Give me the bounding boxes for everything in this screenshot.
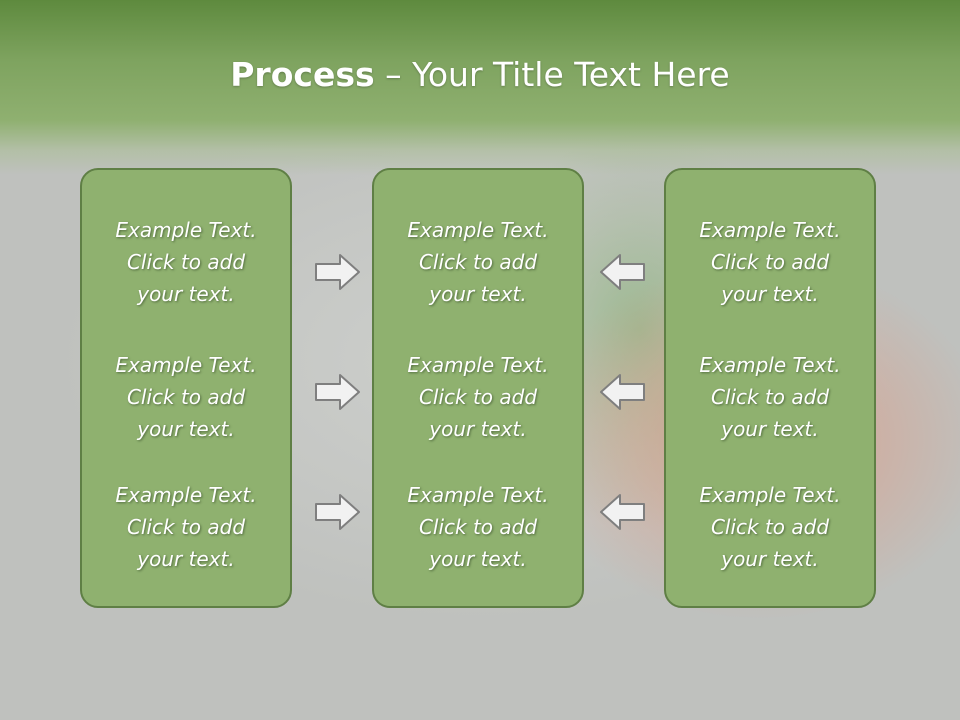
text-block[interactable]: Example Text. Click to add your text. <box>374 349 582 445</box>
text-block[interactable]: Example Text. Click to add your text. <box>374 479 582 575</box>
text-line: your text. <box>429 547 527 571</box>
text-line: Example Text. <box>115 353 257 377</box>
text-line: Example Text. <box>407 353 549 377</box>
text-line: your text. <box>429 282 527 306</box>
text-block[interactable]: Example Text. Click to add your text. <box>374 214 582 310</box>
arrow-right-icon <box>314 492 362 532</box>
text-line: Example Text. <box>699 483 841 507</box>
text-line: Click to add <box>710 250 830 274</box>
text-line: Example Text. <box>699 218 841 242</box>
slide-title[interactable]: Process – Your Title Text Here <box>0 52 960 98</box>
text-line: Example Text. <box>407 218 549 242</box>
title-bold: Process <box>230 55 375 94</box>
text-line: Click to add <box>418 385 538 409</box>
text-line: Click to add <box>710 515 830 539</box>
arrow-left-icon <box>598 372 646 412</box>
arrow-right-icon <box>314 372 362 412</box>
text-line: Example Text. <box>407 483 549 507</box>
text-line: Click to add <box>418 250 538 274</box>
text-block[interactable]: Example Text. Click to add your text. <box>82 479 290 575</box>
text-line: your text. <box>137 282 235 306</box>
text-block[interactable]: Example Text. Click to add your text. <box>82 349 290 445</box>
process-box-left[interactable]: Example Text. Click to add your text. Ex… <box>80 168 292 608</box>
text-line: Click to add <box>126 515 246 539</box>
text-block[interactable]: Example Text. Click to add your text. <box>666 214 874 310</box>
text-line: Example Text. <box>115 218 257 242</box>
text-block[interactable]: Example Text. Click to add your text. <box>82 214 290 310</box>
title-rest: – Your Title Text Here <box>374 55 730 94</box>
process-box-right[interactable]: Example Text. Click to add your text. Ex… <box>664 168 876 608</box>
process-box-center[interactable]: Example Text. Click to add your text. Ex… <box>372 168 584 608</box>
text-block[interactable]: Example Text. Click to add your text. <box>666 479 874 575</box>
text-line: your text. <box>721 282 819 306</box>
text-line: your text. <box>429 417 527 441</box>
text-line: Example Text. <box>699 353 841 377</box>
text-line: your text. <box>721 547 819 571</box>
arrow-left-icon <box>598 492 646 532</box>
text-line: Click to add <box>710 385 830 409</box>
text-line: Click to add <box>126 385 246 409</box>
text-line: your text. <box>721 417 819 441</box>
text-block[interactable]: Example Text. Click to add your text. <box>666 349 874 445</box>
text-line: Click to add <box>126 250 246 274</box>
arrow-left-icon <box>598 252 646 292</box>
text-line: your text. <box>137 417 235 441</box>
title-banner <box>0 0 960 175</box>
arrow-right-icon <box>314 252 362 292</box>
text-line: Example Text. <box>115 483 257 507</box>
text-line: your text. <box>137 547 235 571</box>
text-line: Click to add <box>418 515 538 539</box>
